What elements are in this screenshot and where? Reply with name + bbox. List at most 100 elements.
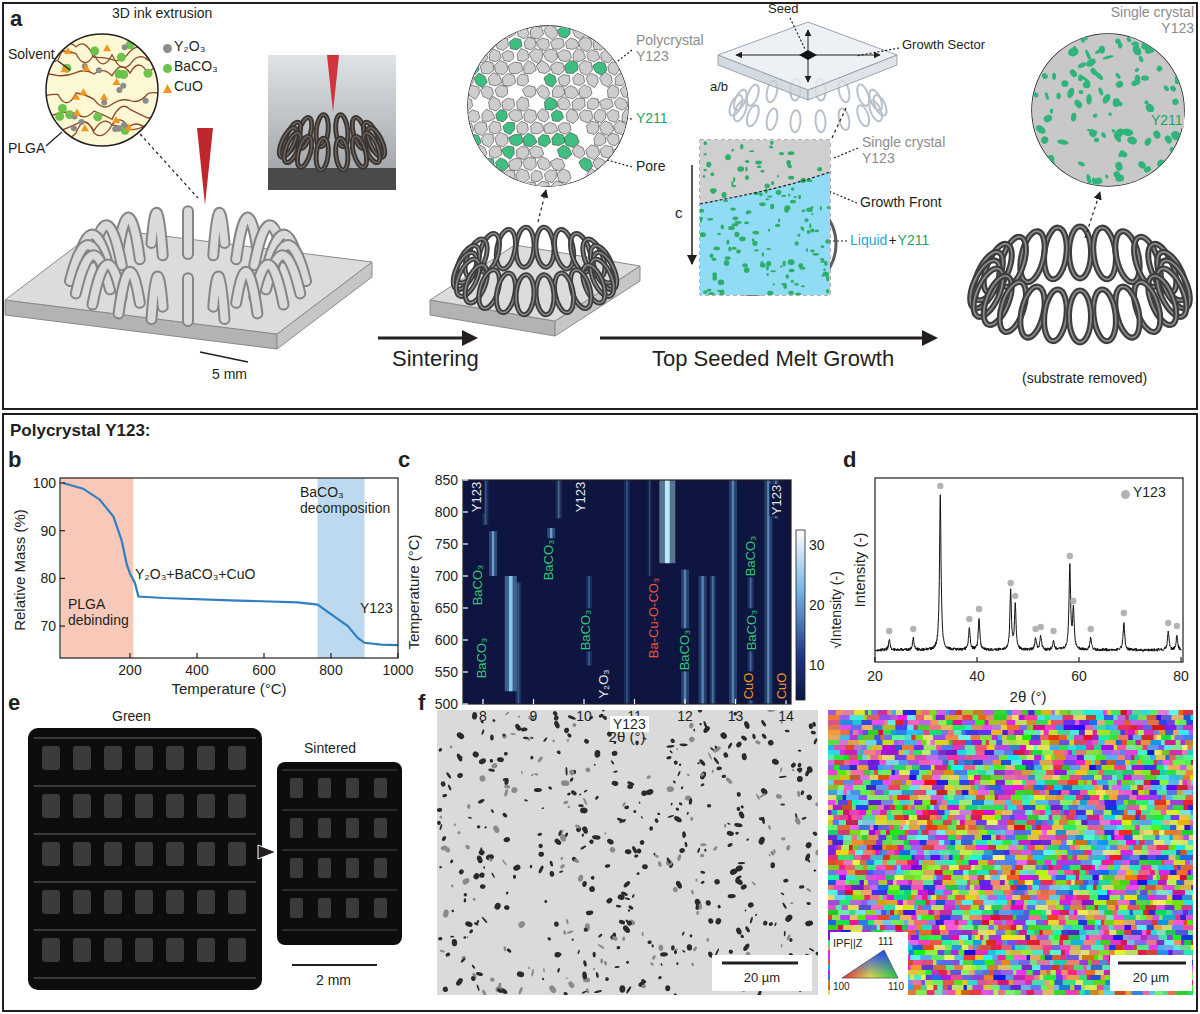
growth-section: [704, 153, 708, 155]
single-crystal-inset: [1100, 132, 1107, 139]
sem-image: [738, 862, 746, 864]
sem-image: [583, 738, 590, 745]
polycrystal-inset: [621, 14, 634, 25]
single-crystal-inset: [1130, 79, 1139, 87]
growth-section: [765, 183, 770, 188]
single-crystal-inset: [1163, 84, 1170, 92]
growth-section: [745, 175, 749, 180]
xrd-axes-d: [1078, 657, 1079, 662]
growth-section: [766, 273, 769, 276]
panel-a-art: [462, 330, 478, 346]
sem-image: [627, 909, 630, 912]
sem-image: [641, 932, 644, 937]
ink-inset: [96, 67, 102, 73]
sem-image: [566, 977, 568, 979]
sem-image: [676, 962, 679, 965]
single-crystal-inset: [1092, 113, 1098, 119]
sem-image: [677, 854, 682, 861]
ebsd-map: [1041, 710, 1052, 716]
panel-a-art: [461, 262, 492, 306]
single-crystal-inset: [1052, 179, 1064, 190]
sem-image: [743, 721, 750, 730]
ebsd-map: [1166, 770, 1176, 775]
panel-a-art: [736, 55, 808, 56]
xrd-axes: [463, 480, 791, 704]
printed-lattice-photo: [346, 858, 359, 878]
growth-section: [703, 169, 706, 172]
sem-image: [638, 801, 640, 803]
sem-image: [618, 919, 625, 925]
sem-image: [504, 778, 509, 785]
growth-section: [723, 200, 728, 202]
polycrystal-inset: [531, 122, 544, 134]
sem-image: [762, 920, 768, 926]
single-crystal-inset: [1031, 137, 1038, 148]
sem-image: [604, 961, 608, 966]
ebsd-map: [1006, 710, 1012, 715]
sem-image: [774, 922, 777, 926]
sem-image: [594, 764, 596, 766]
growth-section: [700, 140, 830, 295]
polycrystal-inset: [572, 145, 585, 159]
ebsd-map: [859, 740, 866, 746]
sem-image: [590, 875, 595, 880]
panel-a-art: [790, 18, 805, 49]
polycrystal-inset: [629, 73, 642, 87]
growth-section: [811, 213, 813, 215]
sem-image: [453, 823, 456, 826]
printed-lattice-photo: [34, 785, 256, 787]
ebsd-map: [1050, 740, 1060, 745]
ebsd-map: [870, 755, 878, 761]
growth-section: [770, 141, 773, 145]
polycrystal-inset: [530, 26, 543, 39]
printed-lattice-photo: [374, 858, 387, 878]
growth-section: [732, 185, 737, 187]
polycrystal-inset: [628, 145, 641, 160]
sem-image: [627, 784, 633, 789]
mass-plot: [63, 483, 398, 645]
ebsd-map: [1096, 765, 1102, 770]
ebsd-map: [1064, 720, 1076, 726]
single-crystal-inset: [1143, 137, 1152, 147]
sem-image: [636, 872, 640, 876]
growth-section: [713, 247, 720, 251]
mass-plot: [60, 578, 65, 579]
printed-lattice-photo: [135, 746, 153, 770]
ebsd-map: [949, 710, 957, 715]
printed-lattice-photo: [34, 833, 256, 835]
sem-image: [502, 812, 509, 818]
sem-image: [585, 767, 591, 773]
sem-image: [710, 747, 715, 752]
sem-image: [524, 799, 528, 802]
sem-image: [438, 747, 443, 752]
sem-image: [440, 781, 446, 787]
panel-a-art: [1129, 279, 1166, 335]
panel-a-art: [578, 262, 609, 306]
ebsd-map: [1019, 715, 1025, 721]
sem-image: [481, 989, 486, 995]
sem-image: [581, 825, 588, 833]
ebsd-map: [1079, 730, 1085, 736]
ebsd-map: [834, 760, 844, 766]
panel-a-art: [837, 107, 852, 131]
polycrystal-inset: [607, 181, 620, 193]
ink-inset: [119, 70, 128, 79]
single-crystal-inset: [1042, 113, 1053, 123]
sem-image: [611, 750, 618, 756]
polycrystal-inset: [502, 98, 515, 110]
sem-image: [517, 920, 526, 929]
growth-section: [755, 161, 762, 165]
ebsd-map: [1143, 720, 1148, 725]
polycrystal-inset: [531, 170, 543, 182]
polycrystal-inset: [460, 97, 472, 111]
growth-section: [735, 221, 742, 224]
growth-section: [804, 218, 808, 222]
sem-image: [700, 783, 705, 787]
growth-section: [820, 258, 825, 260]
panel-a-art: [834, 148, 858, 158]
mass-plot: [330, 653, 331, 658]
ebsd-map: [1040, 735, 1049, 741]
polycrystal-inset: [551, 38, 565, 49]
sem-image: [577, 874, 584, 882]
printed-lattice-photo: [42, 746, 60, 770]
